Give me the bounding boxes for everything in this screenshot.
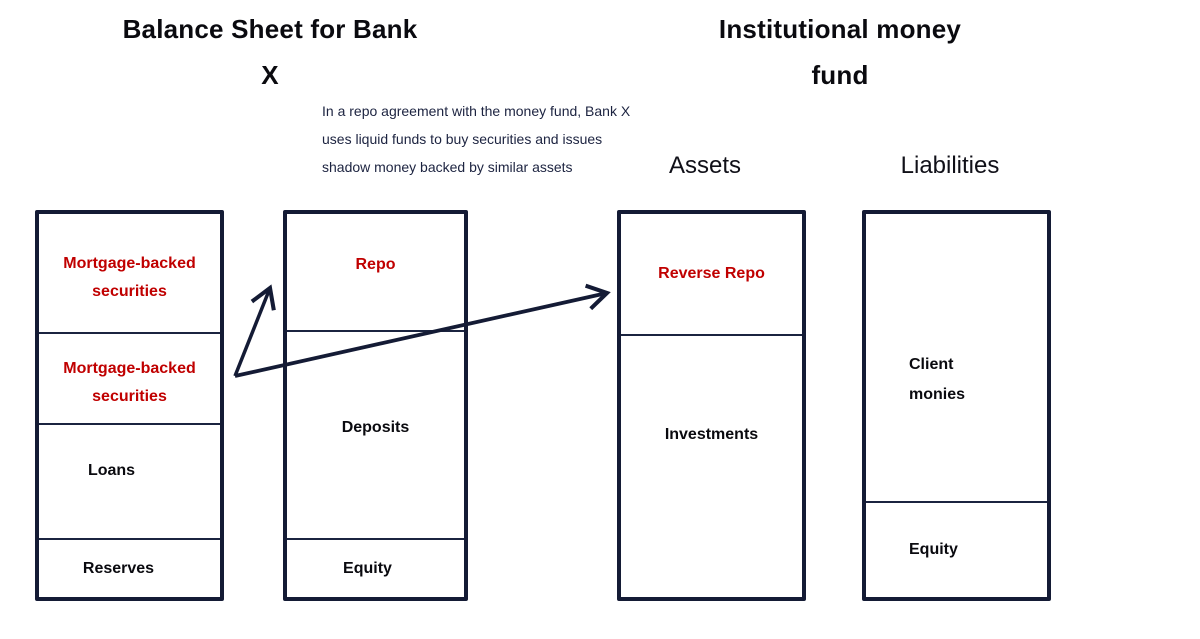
fund-title: Institutional money fund (650, 6, 1030, 98)
section-client-monies: Client monies (866, 214, 1047, 501)
bank-assets-box: Mortgage-backed securities Mortgage-back… (35, 210, 224, 601)
repo-label: Repo (355, 256, 396, 273)
repo-annotation: In a repo agreement with the money fund,… (322, 103, 631, 175)
section-mortgage-backed-securities-1: Mortgage-backed securities (39, 214, 220, 332)
fund-liabilities-box: Client monies Equity (862, 210, 1051, 601)
section-reverse-repo: Reverse Repo (621, 214, 802, 334)
section-deposits: Deposits (287, 330, 464, 538)
section-bank-equity: Equity (287, 538, 464, 597)
section-repo: Repo (287, 214, 464, 330)
fund-title-line1: Institutional money (718, 14, 962, 44)
mortgage-backed-securities-label-2: Mortgage-backed securities (63, 359, 196, 405)
fund-title-line2: fund (811, 60, 869, 90)
fund-equity-label: Equity (909, 541, 958, 558)
bank-equity-label: Equity (343, 559, 392, 577)
section-loans: Loans (39, 423, 220, 538)
loans-label: Loans (87, 461, 136, 479)
section-reserves: Reserves (39, 538, 220, 597)
bank-title-line1: Balance Sheet for Bank (122, 14, 418, 44)
client-monies-label: Client monies (909, 356, 966, 403)
section-investments: Investments (621, 334, 802, 597)
bank-title: Balance Sheet for Bank X (80, 6, 460, 98)
assets-label: Assets (668, 152, 742, 179)
mortgage-backed-securities-label-1: Mortgage-backed securities (63, 255, 196, 300)
reserves-label: Reserves (82, 559, 155, 577)
fund-assets-box: Reverse Repo Investments (617, 210, 806, 601)
section-mortgage-backed-securities-2: Mortgage-backed securities (39, 332, 220, 423)
repo-arrow (233, 284, 276, 377)
liabilities-label: Liabilities (900, 152, 1000, 179)
investments-label: Investments (664, 426, 759, 443)
reverse-repo-label: Reverse Repo (658, 265, 765, 282)
deposits-label: Deposits (341, 419, 410, 436)
section-fund-equity: Equity (866, 501, 1047, 597)
bank-title-line2: X (261, 60, 279, 90)
bank-liabilities-box: Repo Deposits Equity (283, 210, 468, 601)
